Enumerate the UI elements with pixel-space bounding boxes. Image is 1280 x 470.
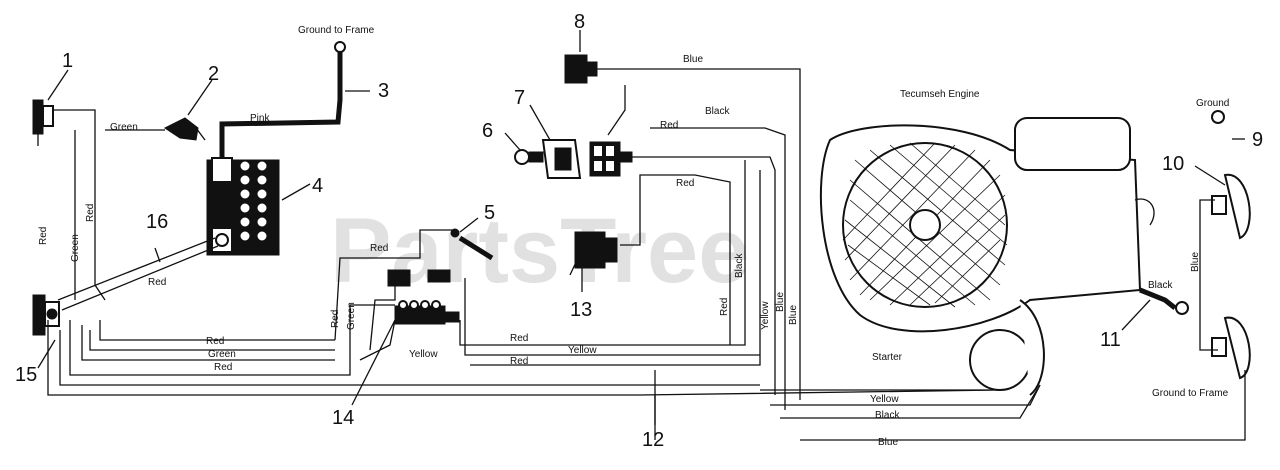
- wire-label-green-1: Green: [110, 122, 138, 133]
- label-ground-to-frame-top: Ground to Frame: [298, 25, 375, 36]
- harness-connector: [394, 300, 460, 325]
- solenoid-13: [574, 231, 618, 269]
- wire-label-blue-v-right: Blue: [775, 292, 786, 312]
- battery-ground-cable: [219, 52, 343, 158]
- ignition-switch: [514, 139, 582, 179]
- wire-label-black-engine: Black: [1148, 280, 1173, 291]
- callout-11: 11: [1100, 329, 1121, 351]
- wire-label-red-h1: Red: [206, 336, 224, 347]
- safety-switch-2: [164, 117, 206, 141]
- starter-motor: [969, 329, 1031, 391]
- wire-label-yellow-v-right: Yellow: [760, 301, 771, 330]
- callout-4: 4: [312, 175, 323, 197]
- wire-label-red-right2: Red: [510, 356, 528, 367]
- callout-13: 13: [570, 299, 592, 321]
- wire-label-red-right1: Red: [510, 333, 528, 344]
- callout-3: 3: [378, 80, 389, 102]
- label-tecumseh-engine: Tecumseh Engine: [900, 89, 980, 100]
- callout-10: 10: [1162, 153, 1184, 175]
- interlock-switch-8: [564, 54, 598, 84]
- wire-label-red-v-left2: Red: [85, 204, 96, 222]
- wire-label-red-cable: Red: [148, 277, 166, 288]
- wire-label-blue-bottom: Blue: [878, 437, 898, 448]
- wire-label-black-v-right: Black: [734, 253, 745, 278]
- wire-label-red-center: Red: [370, 243, 388, 254]
- wire-label-green-v-center: Green: [346, 302, 357, 330]
- wire-label-yellow-14: Yellow: [409, 349, 438, 360]
- callout-2: 2: [208, 63, 219, 85]
- callout-5: 5: [484, 202, 495, 224]
- callout-leaders: [37, 30, 1245, 425]
- headlight-right-top: [1211, 173, 1251, 240]
- wire-label-yellow-bottom: Yellow: [870, 394, 899, 405]
- wiring-harness: [47, 68, 1246, 441]
- wire-label-red-v-left: Red: [38, 227, 49, 245]
- callout-1: 1: [62, 50, 73, 72]
- partstree-watermark: PartsTree: [330, 200, 749, 302]
- callout-9: 9: [1252, 129, 1263, 151]
- wire-label-green-h: Green: [208, 349, 236, 360]
- headlight-right-bottom: [1211, 316, 1251, 380]
- callout-6: 6: [482, 120, 493, 142]
- wire-label-red-v-right: Red: [719, 298, 730, 316]
- callout-15: 15: [15, 364, 37, 386]
- ignition-connector: [589, 141, 633, 177]
- callout-8: 8: [574, 11, 585, 33]
- battery-positive-cable: [57, 237, 216, 301]
- wire-label-red-top: Red: [660, 120, 678, 131]
- wire-label-green-v-left: Green: [70, 234, 81, 262]
- label-ground-right: Ground: [1196, 98, 1229, 109]
- wire-label-yellow-right: Yellow: [568, 345, 597, 356]
- label-starter: Starter: [872, 352, 903, 363]
- wire-label-blue-top: Blue: [683, 54, 703, 65]
- fuse-holder: [450, 228, 494, 261]
- wire-label-pink: Pink: [250, 113, 270, 124]
- wire-connector-mid: [387, 269, 451, 287]
- wire-label-black-bottom: Black: [875, 410, 900, 421]
- label-ground-to-frame-right: Ground to Frame: [1152, 388, 1229, 399]
- headlight-left-bottom: [32, 294, 60, 336]
- wire-label-red-h2: Red: [214, 362, 232, 373]
- callout-14: 14: [332, 407, 354, 429]
- headlight-left-top: [32, 99, 54, 146]
- callout-16: 16: [146, 211, 168, 233]
- callout-7: 7: [514, 87, 525, 109]
- engine-ground-terminal: [1175, 301, 1189, 315]
- wire-label-red-v-center: Red: [330, 310, 341, 328]
- frame-ground-terminal: [334, 41, 346, 53]
- wire-label-red-mid: Red: [676, 178, 694, 189]
- callout-12: 12: [642, 429, 664, 451]
- wire-label-black-top: Black: [705, 106, 730, 117]
- wire-label-blue-v-far-right: Blue: [1190, 252, 1201, 272]
- ground-terminal-right: [1211, 110, 1225, 124]
- wire-label-blue-v-right2: Blue: [788, 305, 799, 325]
- tecumseh-engine: [819, 117, 1142, 396]
